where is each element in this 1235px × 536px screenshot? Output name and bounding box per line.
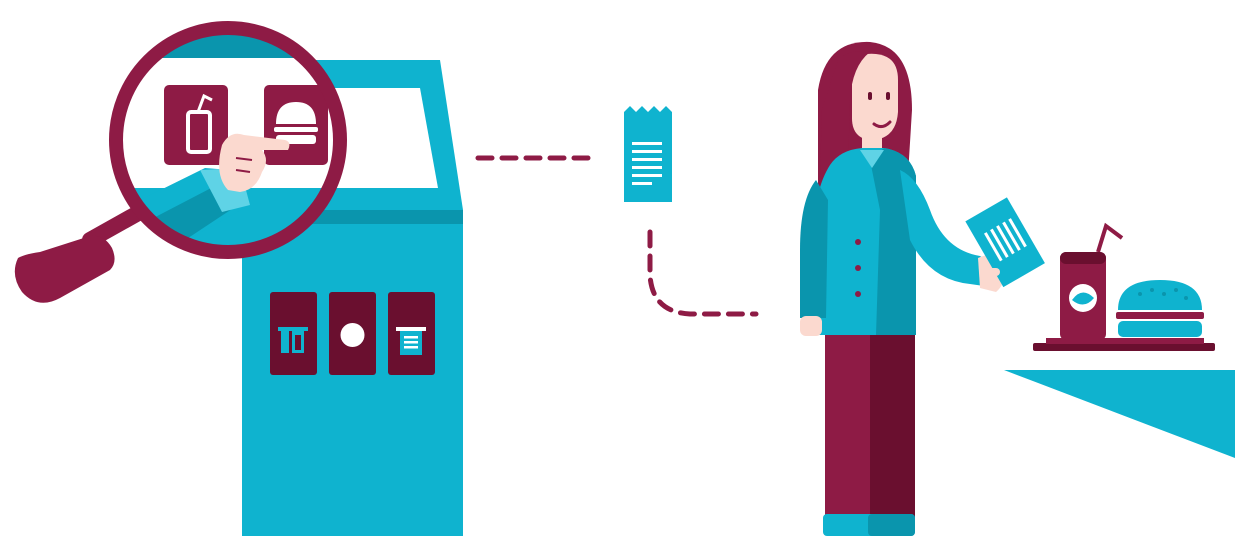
order-flow-path <box>478 158 756 314</box>
screen-item-burger[interactable] <box>264 85 328 165</box>
receipt-icon <box>624 106 672 202</box>
face <box>852 54 898 140</box>
kiosk-slot-receipt[interactable] <box>388 292 435 375</box>
tray-plate <box>1033 343 1215 351</box>
magnifier-handle <box>15 212 140 303</box>
counter-top <box>1004 370 1235 458</box>
dash-line-to-person <box>650 232 756 314</box>
burger-icon[interactable] <box>1116 280 1204 337</box>
button-icon <box>341 323 365 347</box>
soda-can-icon[interactable] <box>1060 226 1122 340</box>
tray <box>1033 226 1215 351</box>
burger-icon <box>274 102 318 144</box>
receipt-slot-icon <box>396 327 426 355</box>
receipt <box>624 106 672 202</box>
card-slot-icon <box>278 327 308 353</box>
kiosk-slot-card[interactable] <box>270 292 317 375</box>
kiosk-slot-button[interactable] <box>329 292 376 375</box>
person <box>800 42 1045 536</box>
screen-item-soda[interactable] <box>164 85 228 165</box>
counter <box>1004 370 1235 458</box>
